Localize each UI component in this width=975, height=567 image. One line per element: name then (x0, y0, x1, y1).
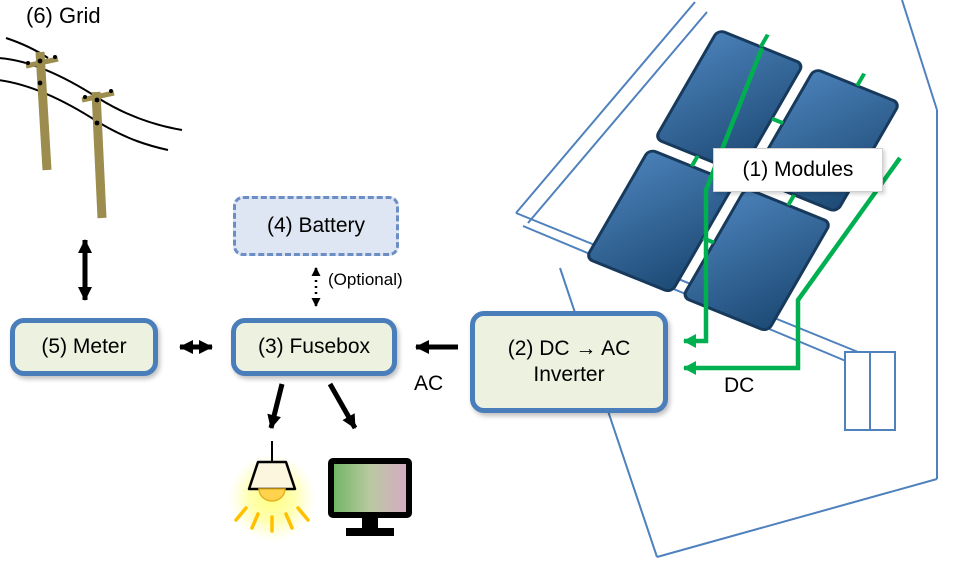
dc-wire-2 (683, 156, 902, 375)
dc-wires (683, 47, 902, 375)
insulators (26, 55, 113, 126)
modules-label: (1) Modules (713, 148, 883, 192)
pole (25, 51, 115, 219)
battery-node: (4) Battery (233, 196, 399, 256)
panel-connector (689, 33, 867, 245)
grid-label: (6) Grid (26, 3, 101, 28)
battery-label: (4) Battery (266, 213, 366, 237)
optional-note: (Optional) (328, 270, 403, 289)
inverter-label-line1: (2) DC → AC (507, 336, 631, 360)
house-outline (515, 0, 938, 558)
house-window (844, 351, 896, 431)
fusebox-node: (3) Fusebox (231, 318, 397, 376)
fusebox-label: (3) Fusebox (257, 334, 371, 358)
utility-poles-icon (0, 37, 183, 219)
inverter-label-line2: Inverter (533, 363, 605, 386)
modules-label-text: (1) Modules (742, 158, 854, 181)
lamp-icon (228, 441, 316, 542)
fusebox-lamp-arrow (267, 383, 285, 429)
power-lines (0, 37, 183, 151)
dc-flow-label: DC (724, 374, 755, 397)
meter-node: (5) Meter (10, 318, 158, 376)
fusebox-monitor-arrow (327, 382, 358, 430)
meter-label: (5) Meter (41, 334, 127, 358)
dc-wire-1 (683, 47, 765, 348)
monitor-icon (328, 458, 412, 536)
ac-flow-label: AC (414, 372, 444, 395)
inverter-node: (2) DC → AC Inverter (470, 311, 668, 413)
